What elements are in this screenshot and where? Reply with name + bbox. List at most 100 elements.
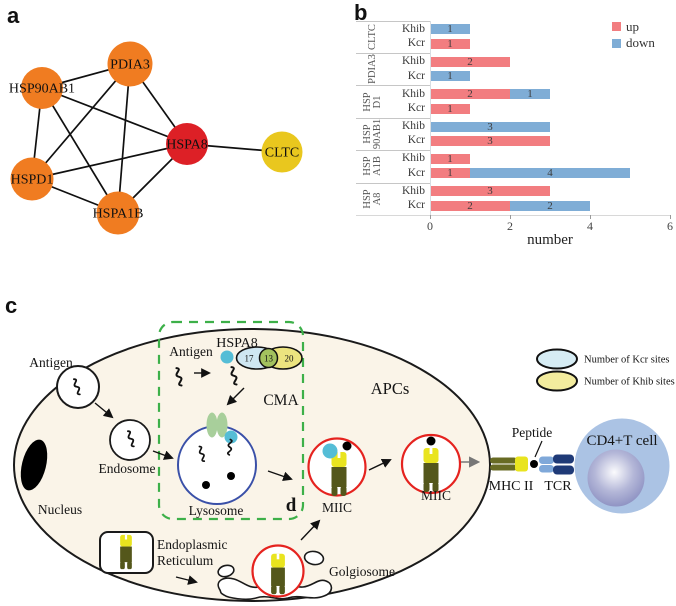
mhc2-label: MHC II	[489, 479, 534, 494]
arrow-hspa8-to-lysosome	[226, 387, 245, 406]
row-label: Khib	[402, 120, 425, 132]
network-node-hsp90ab1	[21, 67, 63, 109]
tcr-alpha	[539, 465, 554, 473]
network-node-hspa1b	[96, 191, 140, 235]
bar-value-label: 1	[447, 23, 453, 36]
y-axis-line	[430, 20, 431, 215]
x-tick	[429, 215, 431, 219]
bar-value-label: 1	[447, 167, 453, 180]
network-node-cltc	[261, 131, 303, 173]
row-label: Khib	[402, 55, 425, 68]
bar-segment-up	[430, 135, 550, 146]
bar-segment-up	[430, 89, 510, 100]
translocation-channel	[216, 412, 228, 438]
nucleus	[20, 439, 48, 491]
arrow-antigen-to-endosome	[94, 402, 114, 419]
hspa8-dot	[224, 430, 238, 444]
network-node-label: PDIA3	[110, 58, 150, 73]
bar-segment-down	[430, 121, 550, 132]
network-node-label: HSPA8	[166, 138, 208, 153]
bar-value-label: 1	[447, 102, 453, 115]
network-edge	[31, 63, 131, 180]
venn-overlap-count: 13	[264, 354, 274, 364]
miic-label: MIIC	[421, 488, 451, 503]
arrow-lysosome-to-miic	[267, 470, 293, 482]
network-edge	[41, 87, 119, 214]
network-node-hspa8	[166, 123, 208, 165]
tcr-beta	[553, 454, 574, 464]
network-node-label: HSP90AB1	[9, 82, 75, 97]
er-label-line1: Endoplasmic	[157, 537, 228, 552]
group-separator	[356, 150, 430, 152]
legend-khib-ellipse	[536, 370, 578, 392]
bar-segment-down	[510, 200, 590, 211]
arrow-er-to-golgi	[175, 575, 198, 585]
network-node-label: HSPD1	[11, 173, 54, 188]
x-tick	[669, 215, 671, 219]
arrow-miic-to-miic	[368, 458, 392, 471]
peptide-dot	[202, 481, 210, 489]
peptide-label: Peptide	[512, 425, 553, 440]
mhc2-surface	[490, 464, 517, 471]
group-separator	[356, 52, 430, 54]
bar-segment-up	[430, 103, 470, 114]
peptide-dot	[227, 472, 235, 480]
x-tick	[509, 215, 511, 219]
bar-segment-up	[430, 168, 470, 179]
arrow-endosome-to-lysosome	[152, 450, 174, 460]
legend-swatch-down	[612, 38, 621, 48]
bar-value-label: 3	[487, 185, 493, 198]
network-edge	[31, 143, 188, 180]
venn-kcr-count: 17	[245, 354, 255, 364]
panel-b-label: b	[354, 0, 368, 25]
network-edge	[117, 63, 131, 214]
peptide-dot	[342, 441, 352, 451]
row-label: Khib	[402, 152, 425, 165]
legend-kcr-ellipse	[536, 348, 578, 370]
hspa8-label: HSPA8	[216, 336, 258, 351]
apcs-label: APCs	[371, 379, 410, 398]
bar-value-label: 2	[467, 88, 473, 101]
tcr-label: TCR	[544, 479, 572, 494]
bar-segment-up	[430, 38, 470, 49]
mhc2-surface	[490, 457, 517, 464]
hspa8-dot	[322, 443, 338, 459]
translocation-channel	[206, 412, 218, 438]
row-label: Kcr	[407, 102, 425, 114]
group-separator	[356, 85, 430, 87]
endosome	[109, 419, 151, 461]
golgi-membrane	[217, 564, 235, 578]
network-node-hspd1	[10, 157, 54, 201]
bar-value-label: 1	[527, 88, 533, 101]
row-label: Khib	[402, 184, 425, 197]
row-label: Khib	[402, 22, 425, 35]
legend-swatch-up	[612, 22, 621, 31]
bar-value-label: 1	[447, 37, 453, 50]
legend-label: down	[626, 35, 655, 50]
x-tick-label: 2	[507, 219, 513, 233]
bar-segment-up	[430, 186, 550, 197]
bar-value-label: 2	[467, 199, 473, 212]
hspa8-dot	[220, 350, 234, 364]
lysosome-label: Lysosome	[189, 503, 244, 518]
group-separator	[356, 182, 430, 184]
network-node-pdia3	[107, 41, 153, 87]
bar-segment-down	[510, 89, 550, 100]
legend-khib-label: Number of Khib sites	[584, 377, 675, 388]
bar-segment-up	[430, 200, 510, 211]
row-label: Kcr	[407, 37, 425, 50]
panel-d-label: d	[286, 495, 297, 516]
row-label: Kcr	[407, 166, 425, 179]
antigen-inner-label: Antigen	[169, 344, 213, 359]
cma-dashed-box	[157, 320, 305, 521]
bar-segment-down	[430, 24, 470, 35]
row-label: Khib	[402, 87, 425, 100]
x-axis-line	[356, 215, 670, 216]
cma-label: CMA	[263, 392, 299, 409]
antigen-outer-label: Antigen	[29, 355, 73, 370]
nucleus-label: Nucleus	[38, 502, 82, 517]
x-axis-title: number	[527, 232, 573, 248]
row-label: Kcr	[407, 69, 425, 82]
